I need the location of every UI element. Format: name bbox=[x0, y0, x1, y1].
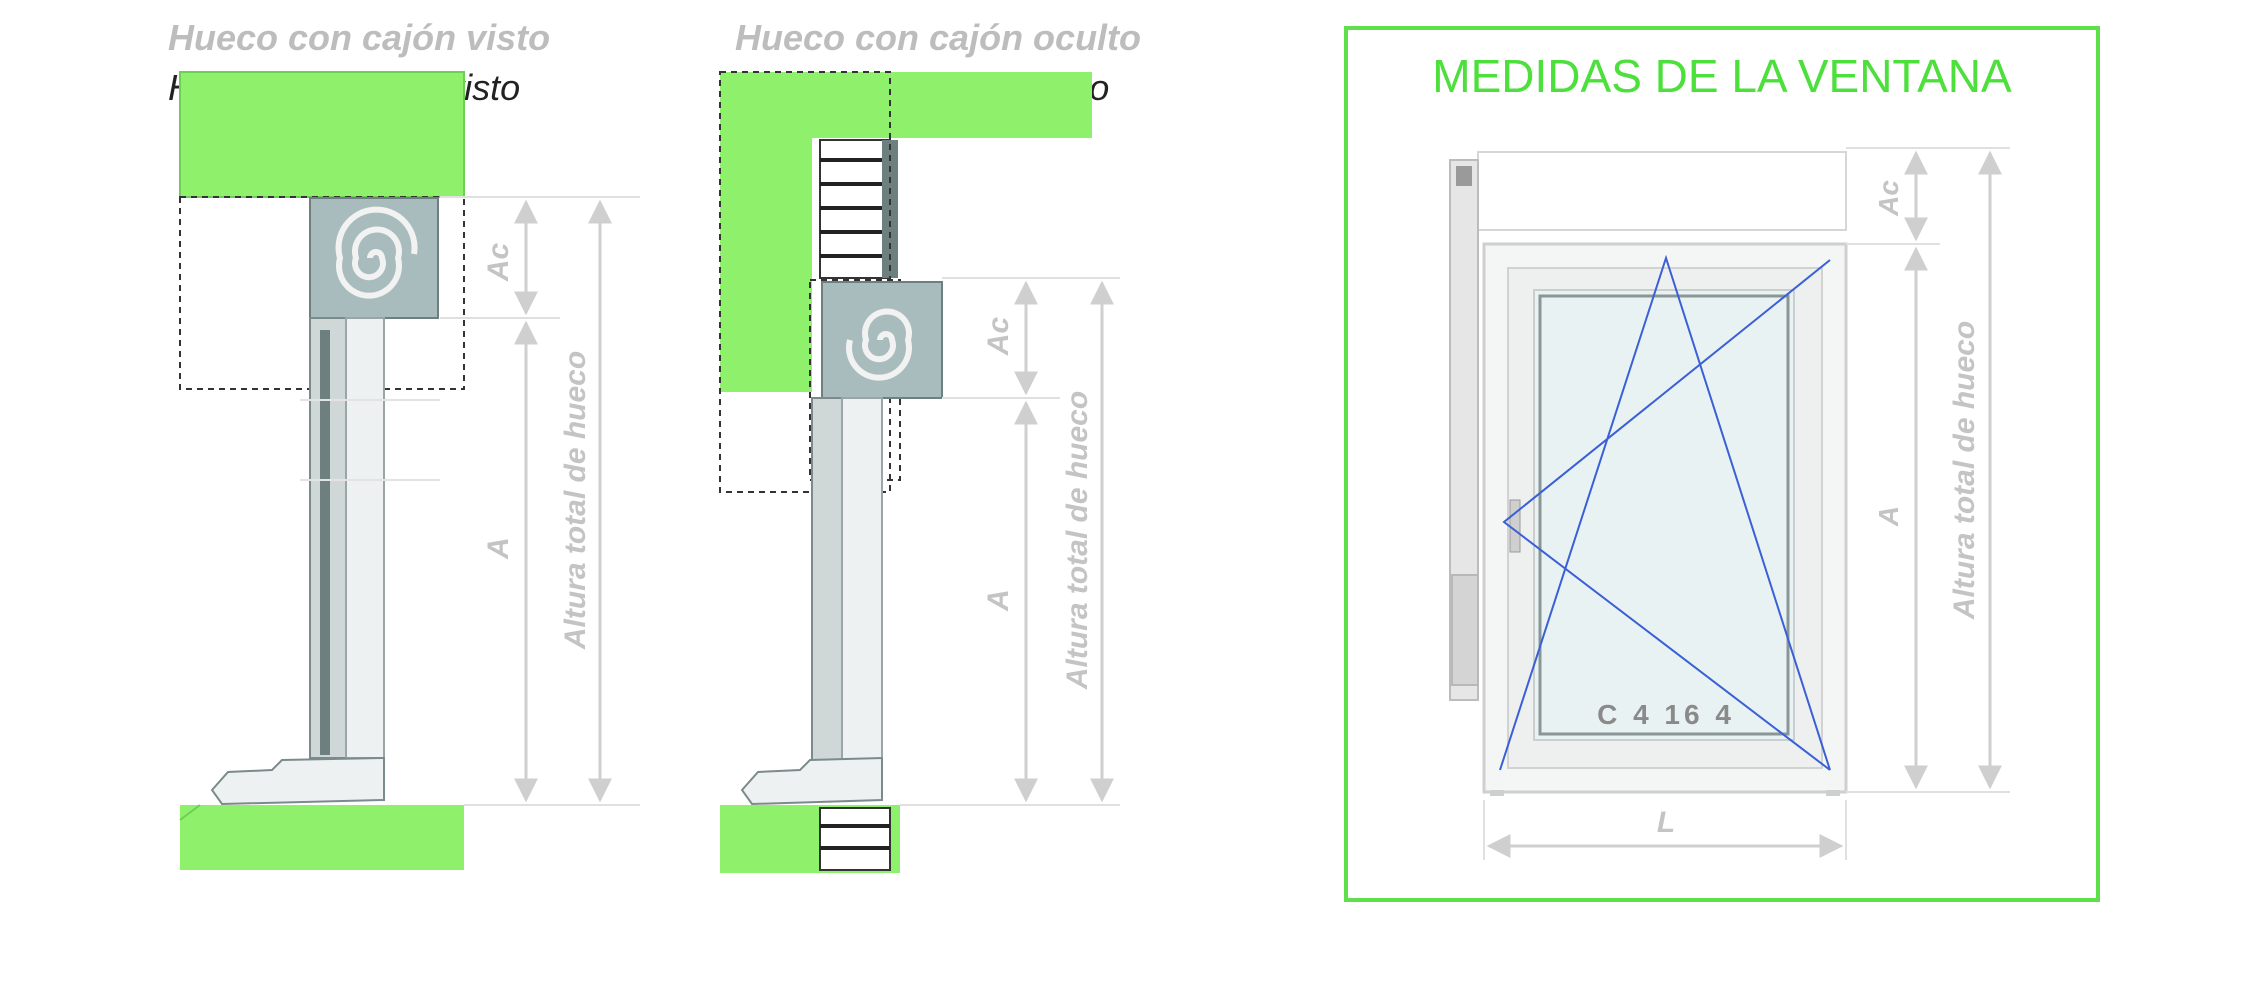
bottom-wall-edge bbox=[179, 804, 201, 821]
ac-label: Ac bbox=[1873, 180, 1904, 217]
lintel-wall bbox=[180, 72, 464, 197]
total-height-label: Altura total de hueco bbox=[1948, 321, 1981, 620]
ac-label: Ac bbox=[982, 317, 1015, 357]
rail-bottom-block bbox=[1451, 574, 1479, 686]
window-glass bbox=[1533, 289, 1795, 741]
l-label: L bbox=[1657, 806, 1675, 839]
a-label: A bbox=[482, 537, 515, 560]
left-caption-shadow: Hueco con cajón visto bbox=[168, 17, 550, 58]
a-label: A bbox=[1873, 506, 1904, 527]
a-label: A bbox=[982, 589, 1015, 612]
middle-caption-shadow: Hueco con cajón oculto bbox=[735, 17, 1141, 58]
guide-rail bbox=[811, 397, 843, 761]
glass-code: C 4 16 4 bbox=[1597, 699, 1735, 730]
window-sill bbox=[210, 756, 385, 806]
window-sill bbox=[740, 756, 883, 806]
frame-foot bbox=[1826, 790, 1840, 796]
inner-wall bbox=[720, 72, 812, 392]
bottom-wall bbox=[180, 805, 464, 870]
roll-spiral-icon bbox=[335, 206, 418, 299]
total-height-label: Altura total de hueco bbox=[1061, 391, 1094, 690]
window-measures-panel: MEDIDAS DE LA VENTANA C 4 16 4 Ac A Altu… bbox=[1344, 26, 2100, 902]
frame-profile bbox=[320, 330, 330, 755]
brick-pattern bbox=[819, 139, 898, 279]
tilt-opening-lines bbox=[1499, 254, 1831, 771]
roll-spiral-icon bbox=[846, 308, 912, 381]
panel-title: MEDIDAS DE LA VENTANA bbox=[1432, 50, 2012, 102]
bottom-brick-pattern bbox=[819, 807, 891, 871]
roller-box-front bbox=[1477, 151, 1847, 231]
handle-icon bbox=[1509, 499, 1521, 553]
rail-cap bbox=[1456, 166, 1472, 186]
ac-label: Ac bbox=[482, 243, 515, 283]
left-section-detail: Hueco con cajón visto Hueco con cajón vi… bbox=[168, 17, 640, 870]
glass-bead bbox=[1538, 294, 1790, 736]
frame-foot bbox=[1490, 790, 1504, 796]
lintel-wall bbox=[812, 72, 1092, 138]
middle-section-detail: Hueco con cajón oculto Hueco con cajón o… bbox=[719, 17, 1141, 873]
window-profile bbox=[345, 317, 385, 759]
roller-box bbox=[309, 197, 439, 319]
window-profile bbox=[841, 397, 883, 761]
total-height-label: Altura total de hueco bbox=[559, 351, 592, 650]
turn-opening-lines bbox=[1502, 259, 1831, 771]
